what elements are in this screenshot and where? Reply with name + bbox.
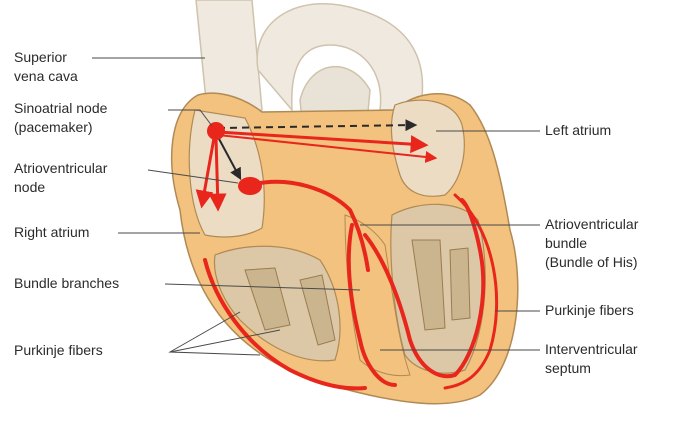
label-purkinje-fibers-right: Purkinje fibers <box>545 301 634 320</box>
label-purkinje-fibers-left: Purkinje fibers <box>14 341 103 360</box>
label-interventricular-septum: Interventricular septum <box>545 340 638 378</box>
papillary-muscle <box>450 248 470 320</box>
label-left-atrium: Left atrium <box>545 121 611 140</box>
label-right-atrium: Right atrium <box>14 223 89 242</box>
label-superior-vena-cava: Superior vena cava <box>14 48 78 86</box>
label-atrioventricular-bundle: Atrioventricular bundle (Bundle of His) <box>545 215 638 272</box>
label-bundle-branches: Bundle branches <box>14 274 119 293</box>
atrioventricular-node <box>238 177 262 195</box>
label-sinoatrial-node: Sinoatrial node (pacemaker) <box>14 99 107 137</box>
sinoatrial-node <box>207 122 225 140</box>
label-atrioventricular-node: Atrioventricular node <box>14 159 107 197</box>
